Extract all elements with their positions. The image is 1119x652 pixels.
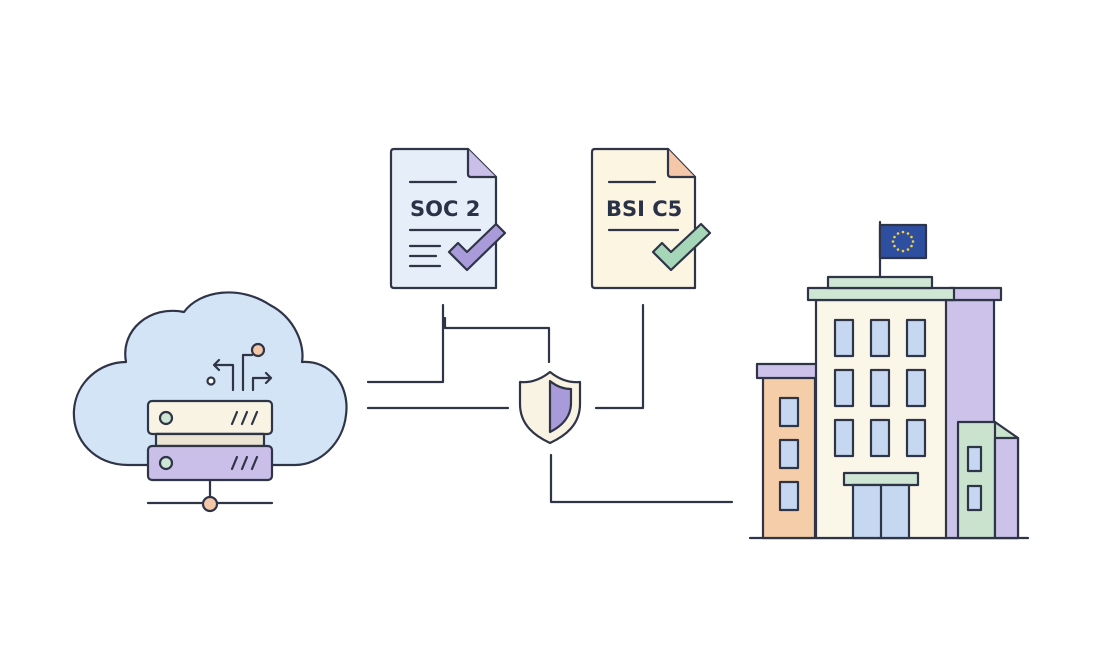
- server-icon: [146, 399, 274, 513]
- connector-soc2-to-cloud: [366, 303, 445, 384]
- server-led-bottom: [158, 455, 174, 471]
- checkmark-icon: [651, 222, 712, 272]
- connector-lines: [366, 303, 734, 504]
- connector-soc2-to-shield: [443, 316, 551, 364]
- server-led-top: [158, 410, 174, 426]
- server-vent-top: [230, 410, 259, 426]
- building-entrance-canopy: [842, 471, 920, 487]
- server-unit-middle: [154, 432, 266, 448]
- building-icon: [748, 220, 1030, 540]
- data-flow-arrows-icon: [206, 342, 273, 392]
- eu-flag-icon: [878, 220, 928, 279]
- cloud-server-group: [72, 291, 348, 513]
- document-bsi-c5: BSI C5: [590, 147, 712, 290]
- server-network-node: [201, 495, 219, 513]
- main-windows: [833, 318, 927, 458]
- connector-bsi-to-shield: [594, 303, 645, 410]
- server-vent-bottom: [230, 455, 259, 471]
- document-soc2: SOC 2: [389, 147, 507, 290]
- document-label-soc2: SOC 2: [410, 197, 480, 221]
- shield-icon: [518, 370, 582, 445]
- document-label-bsi-c5: BSI C5: [606, 197, 682, 221]
- connector-shield-to-building: [549, 453, 734, 504]
- checkmark-icon: [447, 222, 507, 272]
